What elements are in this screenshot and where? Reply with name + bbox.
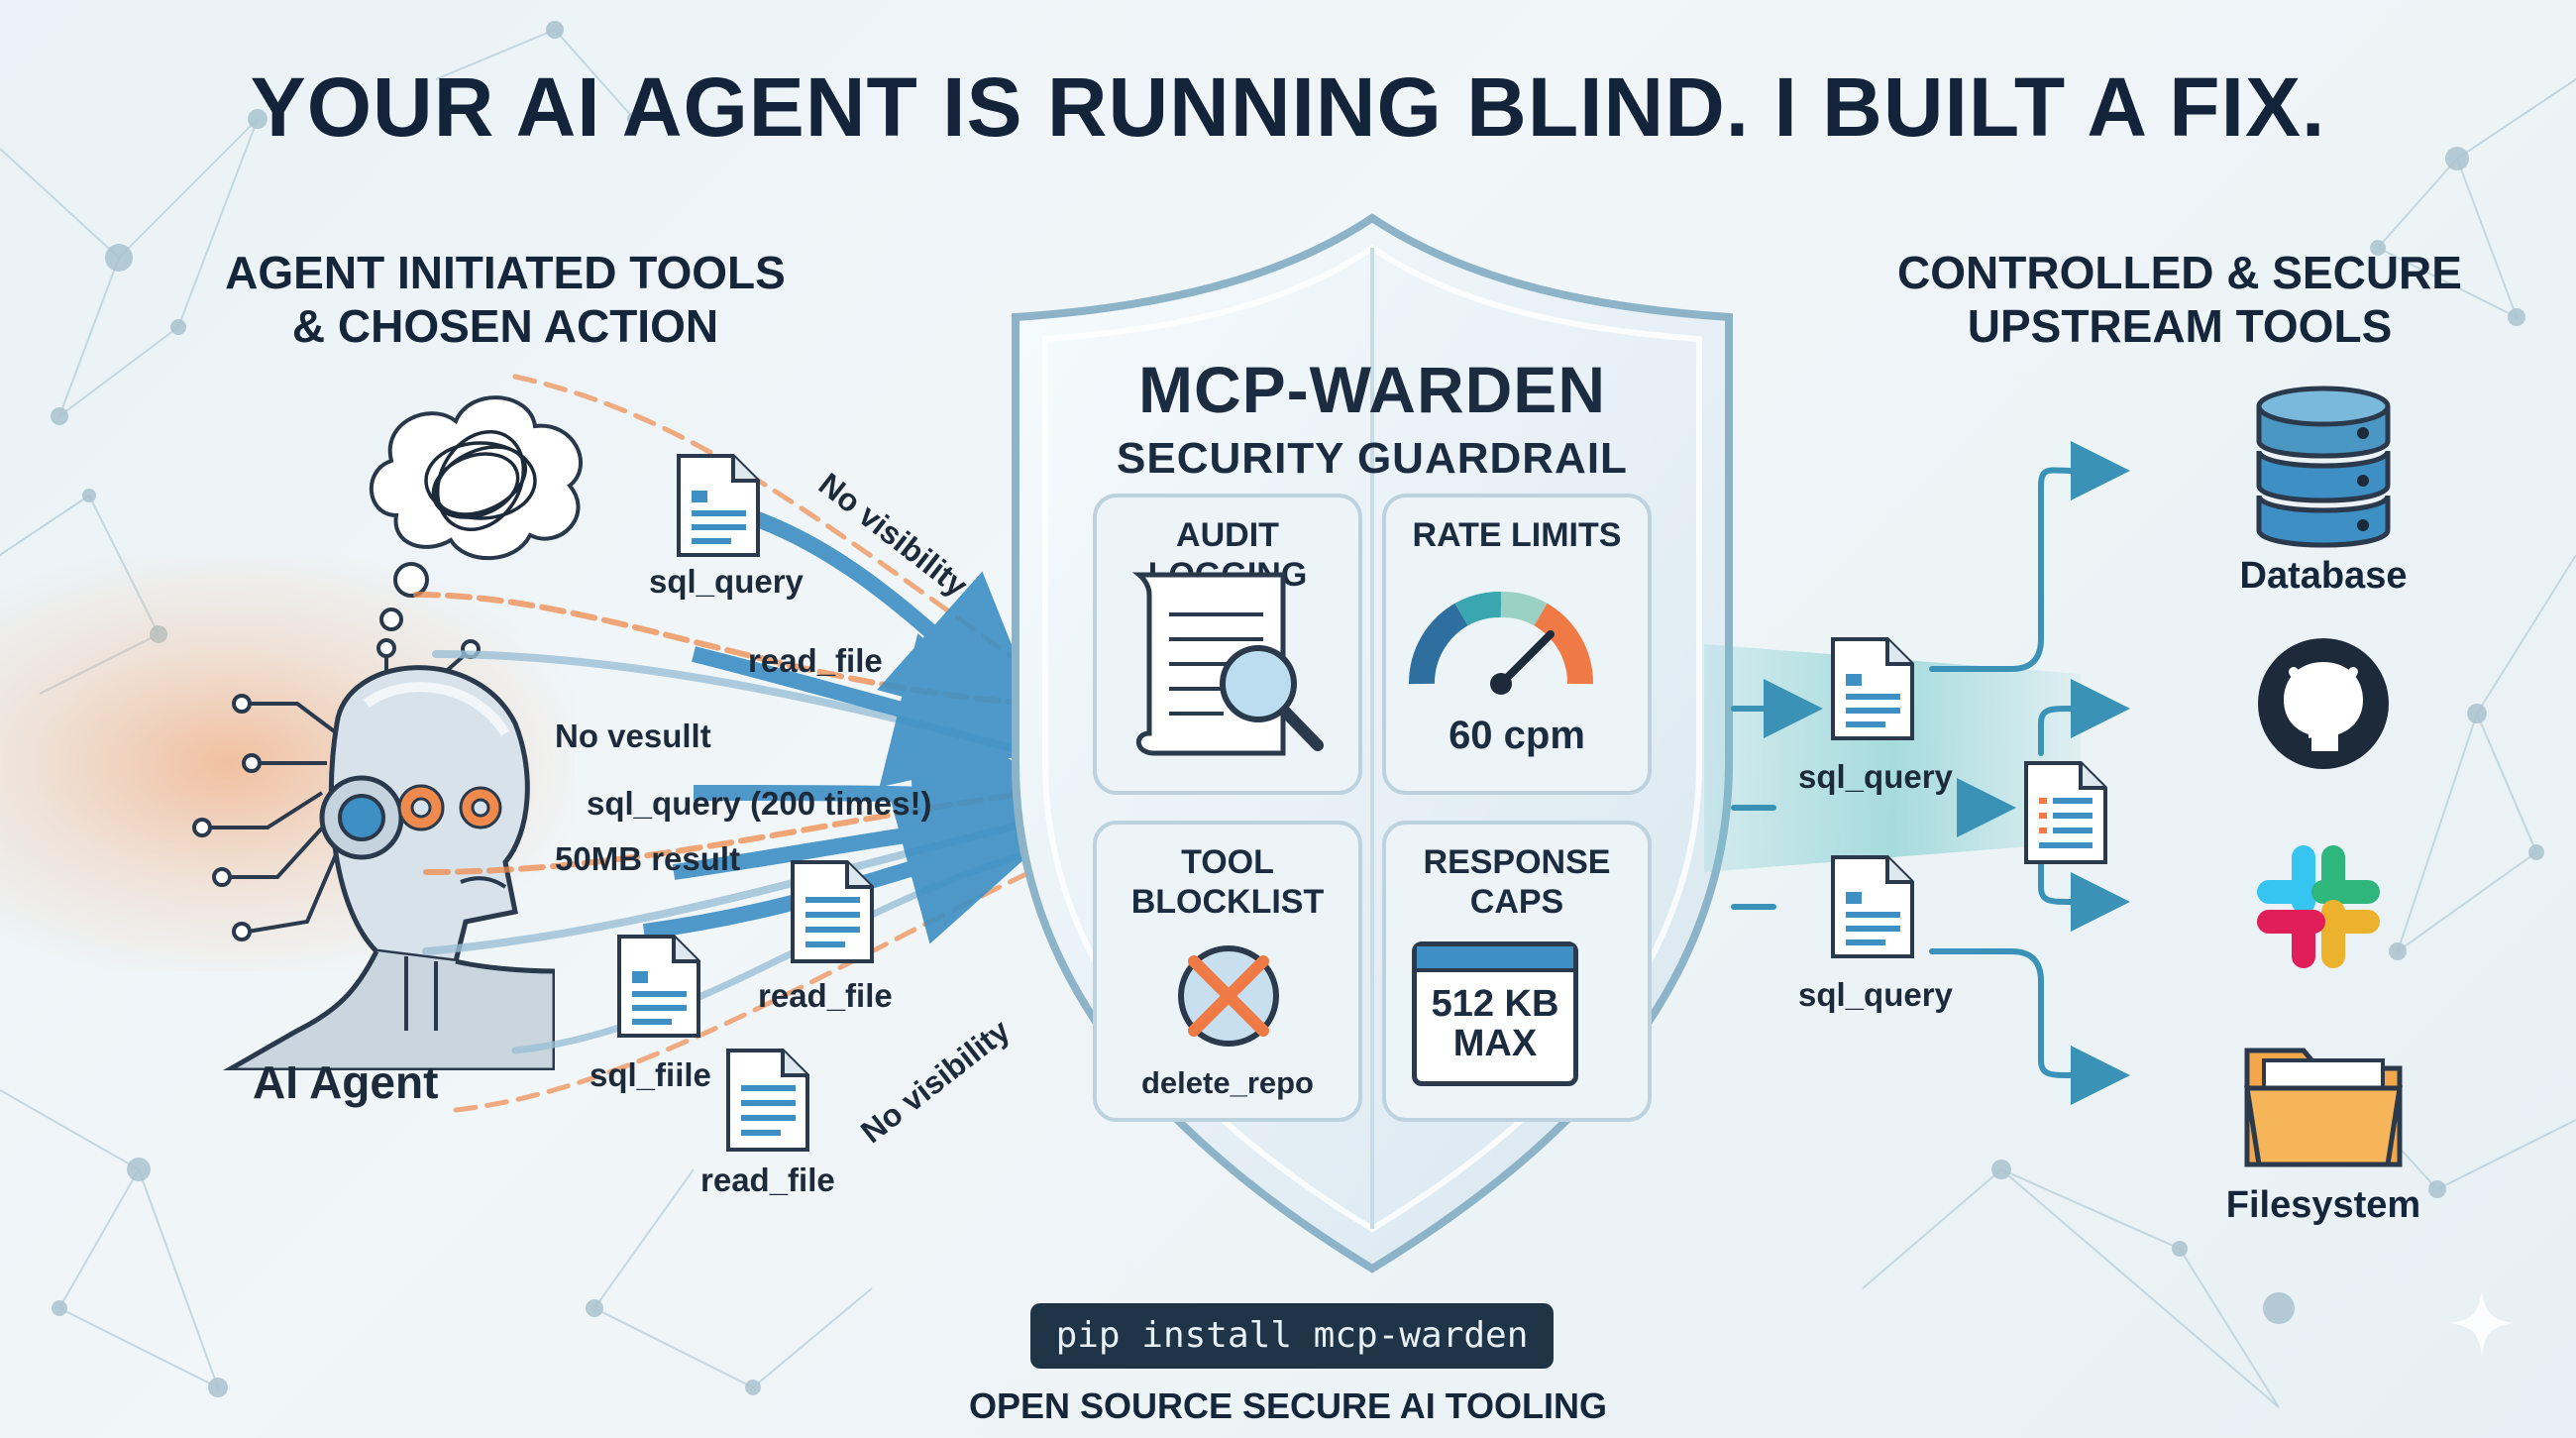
scroll-magnifier-icon [1131,572,1324,756]
upstream-call-label: sql_query [1798,976,1953,1013]
document-icon [1831,855,1914,958]
window-titlebar [1417,946,1573,972]
document-icon [1831,637,1914,740]
blocked-tool-name: delete_repo [1140,1065,1314,1100]
left-title-line1: AGENT INITIATED TOOLS [225,247,786,298]
call-label-no-result: No vesullt [555,718,711,754]
right-title-line1: CONTROLLED & SECURE [1897,247,2462,298]
document-icon [726,1049,809,1152]
document-icon [677,454,760,557]
left-section-title: AGENT INITIATED TOOLS & CHOSEN ACTION [168,246,842,353]
filesystem-label: Filesystem [2225,1184,2421,1226]
blocklist-title-line2: BLOCKLIST [1130,883,1325,921]
rate-cell [1382,494,1652,795]
footer-tagline: OPEN SOURCE SECURE AI TOOLING [968,1385,1608,1426]
blocklist-title: TOOL BLOCKLIST [1095,842,1360,922]
call-label-sql-query-200: sql_query (200 times!) [587,785,932,822]
tool-call-streams [413,374,1084,1113]
robot-head-icon [192,638,555,1070]
right-title-line2: UPSTREAM TOOLS [1967,300,2393,352]
call-label-50mb-result: 50MB result [555,840,741,877]
right-section-title: CONTROLLED & SECURE UPSTREAM TOOLS [1843,246,2517,353]
document-icon [791,860,874,963]
headline: YOUR AI AGENT IS RUNNING BLIND. I BUILT … [250,60,2326,154]
database-icon [2256,386,2391,548]
caps-title-line1: RESPONSE [1423,843,1611,881]
call-label-read-file: read_file [758,977,893,1014]
slack-icon [2257,845,2380,968]
github-icon [2258,638,2389,769]
left-title-line2: & CHOSEN ACTION [291,300,719,352]
install-command[interactable]: pip install mcp-warden [1030,1303,1554,1369]
caps-title-line2: CAPS [1469,883,1564,921]
ai-agent-label: AI Agent [253,1056,439,1108]
caps-value-line1: 512 KB [1431,983,1559,1025]
caps-title: RESPONSE CAPS [1384,842,1650,922]
blocklist-title-line1: TOOL [1181,843,1274,881]
document-icon [2024,761,2107,864]
upstream-call-label: sql_query [1798,758,1953,795]
document-icon [617,935,700,1038]
sparkle-icon [2449,1290,2515,1356]
shield-subtitle: SECURITY GUARDRAIL [1117,434,1628,483]
blocked-icon [1178,945,1279,1047]
thought-bubble-icon [369,395,583,631]
call-label-sql-query: sql_query [649,563,804,600]
browser-window-icon: 512 KB MAX [1412,941,1578,1086]
folder-icon [2244,1048,2403,1167]
caps-value-line2: MAX [1452,1023,1538,1064]
database-label: Database [2239,555,2408,597]
call-label-read-file: read_file [700,1161,835,1198]
rate-value: 60 cpm [1449,714,1585,757]
upstream-connectors [1704,441,2130,1105]
rate-title: RATE LIMITS [1412,516,1622,554]
shield-title: MCP-WARDEN [1138,353,1606,426]
speedometer-icon [1408,592,1594,695]
call-label-read-file: read_file [748,642,883,679]
call-label-sql-file: sql_fiile [590,1056,711,1093]
